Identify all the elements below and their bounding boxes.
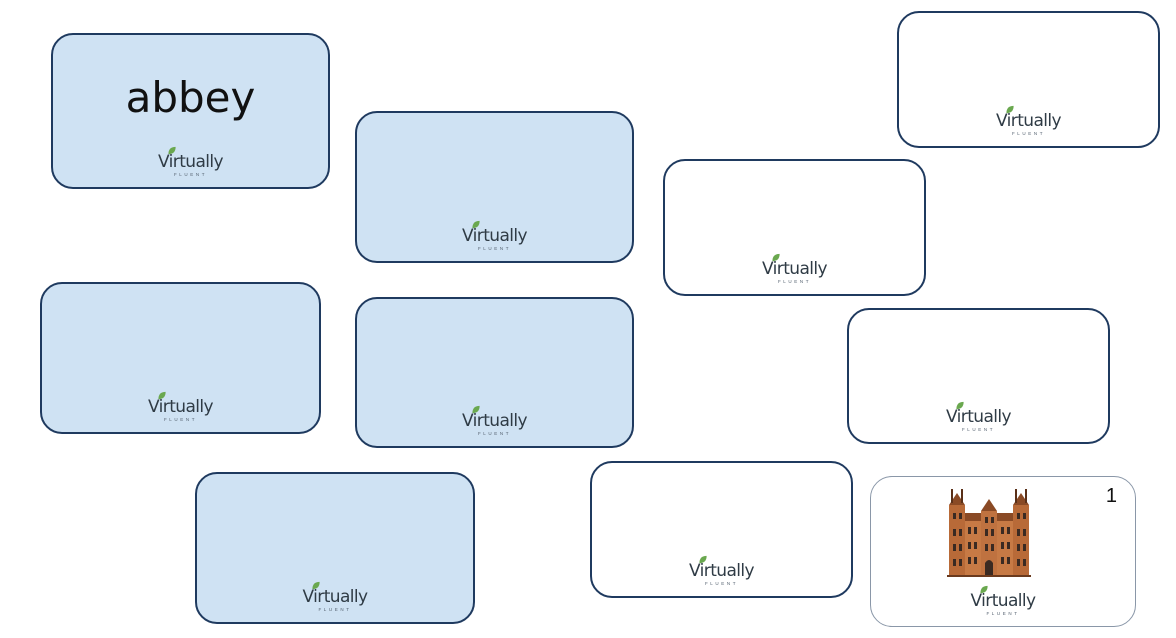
virtually-fluent-logo: Virtually FLUENT <box>148 391 214 423</box>
memory-card[interactable]: Virtually FLUENT <box>355 111 634 263</box>
virtually-fluent-logo: Virtually FLUENT <box>462 220 528 252</box>
picture-card-abbey[interactable]: 1 <box>870 476 1136 627</box>
logo-text: Virtually <box>148 396 214 417</box>
leaf-icon <box>471 220 480 228</box>
leaf-icon <box>471 405 480 413</box>
logo-subtext: FLUENT <box>318 606 352 612</box>
leaf-icon <box>157 391 166 399</box>
leaf-icon <box>771 253 780 261</box>
leaf-icon <box>1005 105 1014 113</box>
virtually-fluent-logo: Virtually FLUENT <box>302 581 369 613</box>
logo-text: Virtually <box>302 586 369 607</box>
leaf-icon <box>698 555 707 563</box>
memory-card[interactable]: Virtually FLUENT <box>355 297 634 448</box>
memory-card[interactable]: Virtually FLUENT <box>663 159 926 296</box>
memory-card[interactable]: Virtually FLUENT <box>40 282 321 434</box>
leaf-icon <box>955 401 964 409</box>
logo-text: Virtually <box>462 410 528 431</box>
virtually-fluent-logo: Virtually FLUENT <box>462 405 528 437</box>
logo-text: Virtually <box>996 110 1062 131</box>
memory-card[interactable]: Virtually FLUENT <box>897 11 1160 148</box>
memory-card[interactable]: Virtually FLUENT <box>195 472 475 624</box>
logo-text: Virtually <box>762 258 828 279</box>
memory-card[interactable]: Virtually FLUENT <box>590 461 853 598</box>
logo-subtext: FLUENT <box>477 430 512 436</box>
virtually-fluent-logo: Virtually FLUENT <box>946 401 1012 433</box>
leaf-icon <box>980 585 988 593</box>
logo-subtext: FLUENT <box>163 416 198 422</box>
logo-text: Virtually <box>462 225 528 246</box>
logo-subtext: FLUENT <box>961 426 996 432</box>
logo-subtext: FLUENT <box>1011 130 1046 136</box>
memory-card[interactable]: Virtually FLUENT <box>847 308 1110 444</box>
word-card-abbey[interactable]: abbey Virtually FLUENT <box>51 33 330 189</box>
logo-subtext: FLUENT <box>477 245 512 251</box>
logo-text: Virtually <box>946 406 1012 427</box>
logo-text: Virtually <box>689 560 755 581</box>
virtually-fluent-logo: Virtually FLUENT <box>158 146 224 178</box>
logo-text: Virtually <box>970 590 1037 611</box>
leaf-icon <box>167 146 176 154</box>
abbey-building-icon <box>947 489 1031 577</box>
logo-subtext: FLUENT <box>704 580 739 586</box>
leaf-icon <box>312 581 320 589</box>
logo-text: Virtually <box>158 151 224 172</box>
virtually-fluent-logo: Virtually FLUENT <box>996 105 1062 137</box>
logo-subtext: FLUENT <box>777 278 812 284</box>
logo-subtext: FLUENT <box>173 171 208 177</box>
logo-subtext: FLUENT <box>986 610 1020 616</box>
virtually-fluent-logo: Virtually FLUENT <box>762 253 828 285</box>
virtually-fluent-logo: Virtually FLUENT <box>970 585 1037 617</box>
card-number: 1 <box>1105 485 1117 507</box>
card-word: abbey <box>125 73 256 122</box>
virtually-fluent-logo: Virtually FLUENT <box>689 555 755 587</box>
